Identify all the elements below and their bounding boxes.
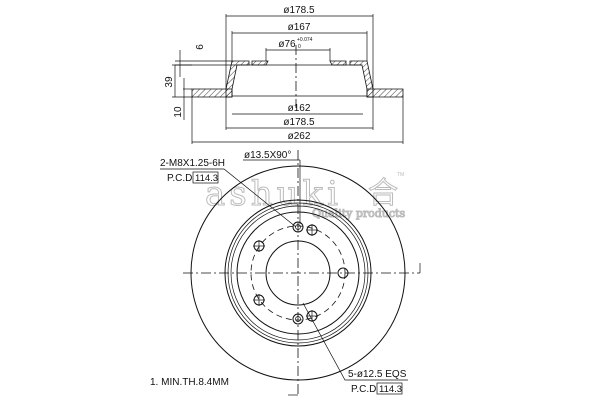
hat-wall-right	[349, 60, 374, 98]
holes-pcd-label: P.C.D	[351, 384, 376, 395]
front-view	[160, 150, 421, 396]
hat-wall-left	[225, 60, 250, 98]
thread-note: 2-M8X1.25-6H	[160, 158, 225, 169]
min-thickness-note: 1. MIN.TH.8.4MM	[150, 377, 229, 388]
dimension-lines	[172, 14, 404, 144]
hat-top-right	[329, 60, 347, 66]
side-view: ø178.5 ø167 ø76 +0.074 0 6 39 10 ø162 ø1…	[164, 5, 404, 144]
dim-outer-hat: ø178.5	[283, 5, 315, 16]
countersink-note: ø13.5X90°	[244, 150, 291, 161]
holes-note: 5-ø12.5 EQS	[348, 369, 407, 380]
dim-center-bore: ø76	[278, 39, 296, 50]
holes-pcd-box	[376, 382, 403, 395]
thread-pcd-label: P.C.D	[167, 173, 192, 184]
dim-disc-thickness: 10	[173, 106, 184, 118]
thread-pcd-box	[192, 171, 219, 184]
dim-inner-hat: ø167	[288, 22, 311, 33]
dim-center-bore-tol-upper: +0.074	[297, 37, 313, 43]
thread-pcd-value: 114.3	[195, 173, 218, 184]
watermark-tm: TM	[397, 172, 404, 178]
dim-disc-diameter: ø262	[288, 131, 311, 142]
threaded-hole-bottom	[292, 313, 304, 325]
watermark-symbol: 合	[368, 176, 398, 211]
dim-center-bore-tol-lower: 0	[298, 44, 301, 50]
dim-outer-hat-bottom: ø178.5	[283, 117, 315, 128]
dim-hat-thickness: 6	[195, 44, 206, 50]
stud-holes	[253, 224, 349, 322]
holes-pcd-value: 114.3	[379, 384, 402, 395]
hat-top-left	[251, 60, 269, 66]
dim-height: 39	[164, 76, 175, 88]
dim-inner-bottom: ø162	[288, 103, 311, 114]
